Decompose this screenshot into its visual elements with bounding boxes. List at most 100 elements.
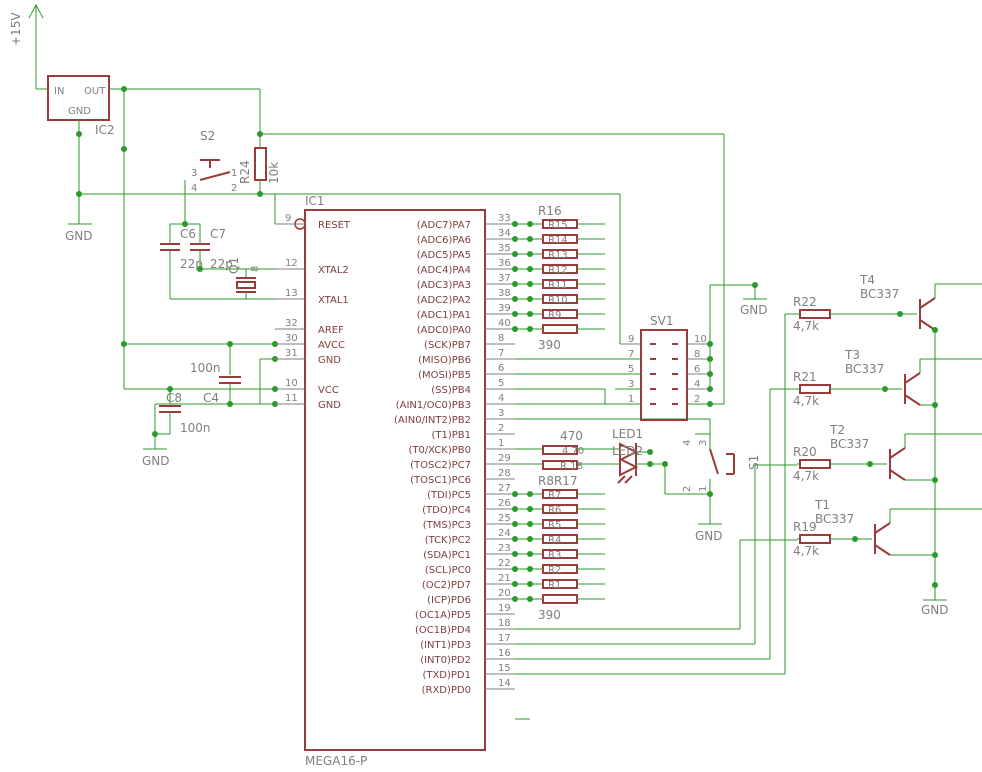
- base-resistor-label: R19: [793, 520, 817, 534]
- regulator-gnd-label: GND: [68, 106, 91, 117]
- resistor-label: R11: [548, 280, 568, 291]
- mcu-right-pin-number: 2: [498, 423, 504, 434]
- mcu-right-pin-number: 14: [498, 678, 511, 689]
- s2-pin-2: 2: [231, 183, 237, 194]
- mcu-right-pin-name: (INT1)PD3: [420, 640, 471, 651]
- mcu-value: MEGA16-P: [305, 754, 367, 768]
- resistor-label: R13: [548, 250, 568, 261]
- mcu-right-pin-number: 29: [498, 453, 511, 464]
- transistor-name: T4: [859, 273, 875, 287]
- s2-label: S2: [200, 129, 215, 143]
- mcu-right-pins: 33(ADC7)PA734(ADC6)PA635(ADC5)PA536(ADC4…: [394, 213, 515, 696]
- mcu-right-pin-name: (ADC5)PA5: [417, 250, 471, 261]
- resistor: [542, 324, 578, 334]
- transistor-type: BC337: [845, 362, 884, 376]
- led2-label: LED2: [612, 444, 643, 458]
- gnd-label-transistors: GND: [921, 603, 949, 617]
- regulator-out-label: OUT: [84, 86, 106, 97]
- regulator-name: IC2: [95, 123, 115, 137]
- mcu-right-pin-number: 37: [498, 273, 511, 284]
- r16-label: R16: [538, 204, 562, 218]
- mcu-left-pin-number: 11: [285, 393, 298, 404]
- s1-pin-2: 2: [682, 486, 693, 492]
- base-resistor: [799, 309, 831, 319]
- sv1-pin-right: 6: [694, 364, 700, 375]
- led1-label: LED1: [612, 427, 643, 441]
- r24-value: 10k: [267, 162, 281, 184]
- capacitor-c8: C8 C4 100n GND: [142, 386, 219, 468]
- pa-value: 390: [538, 338, 561, 352]
- mcu-right-pin-number: 5: [498, 378, 504, 389]
- s2-pin-4: 4: [191, 183, 197, 194]
- resistor-r24: R24 10k: [238, 134, 281, 194]
- s1-pin-3: 3: [698, 440, 709, 446]
- mcu-right-pin-number: 34: [498, 228, 511, 239]
- mcu-right-pin-number: 26: [498, 498, 511, 509]
- mcu-right-pin-number: 33: [498, 213, 511, 224]
- mcu-right-pin-name: (ADC1)PA1: [417, 310, 471, 321]
- mcu-left-pin-number: 13: [285, 288, 298, 299]
- s2-pin-1: 1: [231, 168, 237, 179]
- mcu-right-pin-name: (SCK)PB7: [424, 340, 471, 351]
- base-resistor-value: 4,7k: [793, 319, 819, 333]
- sv1-pin-left: 9: [628, 334, 634, 345]
- mcu-right-pin-number: 22: [498, 558, 511, 569]
- c4-value: 100n: [190, 361, 221, 375]
- transistor-name: T2: [829, 423, 845, 437]
- mcu-right-pin-name: (T0/XCK)PB0: [408, 445, 471, 456]
- mcu-right-pin-number: 16: [498, 648, 511, 659]
- mcu-right-pin-number: 4: [498, 393, 504, 404]
- resistor-label: R4: [548, 535, 561, 546]
- c7-value: 22p: [210, 257, 233, 271]
- transistor-type: BC337: [830, 437, 869, 451]
- s1-label: S1: [747, 455, 761, 470]
- mcu-right-pin-number: 17: [498, 633, 511, 644]
- mcu-left-pin-name: AREF: [318, 325, 344, 336]
- mcu-left-pin-name: RESET: [318, 220, 351, 231]
- resistor-label: R10: [548, 295, 568, 306]
- q1-label: Q1: [227, 257, 241, 274]
- mcu-left-pin-number: 10: [285, 378, 298, 389]
- mcu-right-pin-name: (TDI)PC5: [427, 490, 471, 501]
- switch-s2: S2 3 4 1 2: [191, 129, 237, 194]
- base-resistor-label: R21: [793, 370, 817, 384]
- sv1-pin-left: 5: [628, 364, 634, 375]
- mcu-left-pin-name: XTAL1: [318, 295, 349, 306]
- mcu-right-pin-name: (T1)PB1: [431, 430, 471, 441]
- base-resistor-label: R22: [793, 295, 817, 309]
- mcu-right-pin-name: (ADC7)PA7: [417, 220, 471, 231]
- resistor-label: R12: [548, 265, 568, 276]
- switch-s1: S1 4 3 2 1 GND: [515, 418, 761, 543]
- s1-pin-4: 4: [682, 440, 693, 446]
- mcu-right-pin-name: (AIN1/OC0)PB3: [396, 400, 471, 411]
- mcu-right-pin-name: (SCL)PC0: [425, 565, 471, 576]
- resistor-label: R15: [548, 220, 568, 231]
- mcu-left-pins: 9RESET12XTAL213XTAL132AREF30AVCC31GND10V…: [275, 213, 351, 411]
- c7-label: C7: [210, 227, 226, 241]
- mcu-right-pin-name: (ICP)PD6: [427, 595, 471, 606]
- mcu-right-pin-name: (TXD)PD1: [422, 670, 471, 681]
- base-resistor: [799, 384, 831, 394]
- mcu-right-pin-number: 3: [498, 408, 504, 419]
- mcu-right-pin-name: (ADC6)PA6: [417, 235, 471, 246]
- resistor-label: R2: [548, 565, 561, 576]
- mcu-right-pin-name: (TMS)PC3: [423, 520, 471, 531]
- mcu-right-pin-name: (TOSC2)PC7: [410, 460, 471, 471]
- transistor-name: T1: [814, 498, 830, 512]
- transistor-type: BC337: [860, 287, 899, 301]
- mcu-right-pin-name: (ADC2)PA2: [417, 295, 471, 306]
- gnd-label-regulator: GND: [65, 229, 93, 243]
- mcu-right-pin-name: (OC2)PD7: [422, 580, 471, 591]
- resistor-label: R14: [548, 235, 568, 246]
- mcu-left-pin-name: GND: [318, 355, 341, 366]
- regulator-in-label: IN: [54, 86, 64, 97]
- pb-r2-label: R 18: [560, 461, 583, 472]
- mcu-left-pin-name: XTAL2: [318, 265, 349, 276]
- c4-label: C4: [203, 391, 219, 405]
- gnd-label-sv1: GND: [740, 303, 768, 317]
- mcu-right-pin-number: 1: [498, 438, 504, 449]
